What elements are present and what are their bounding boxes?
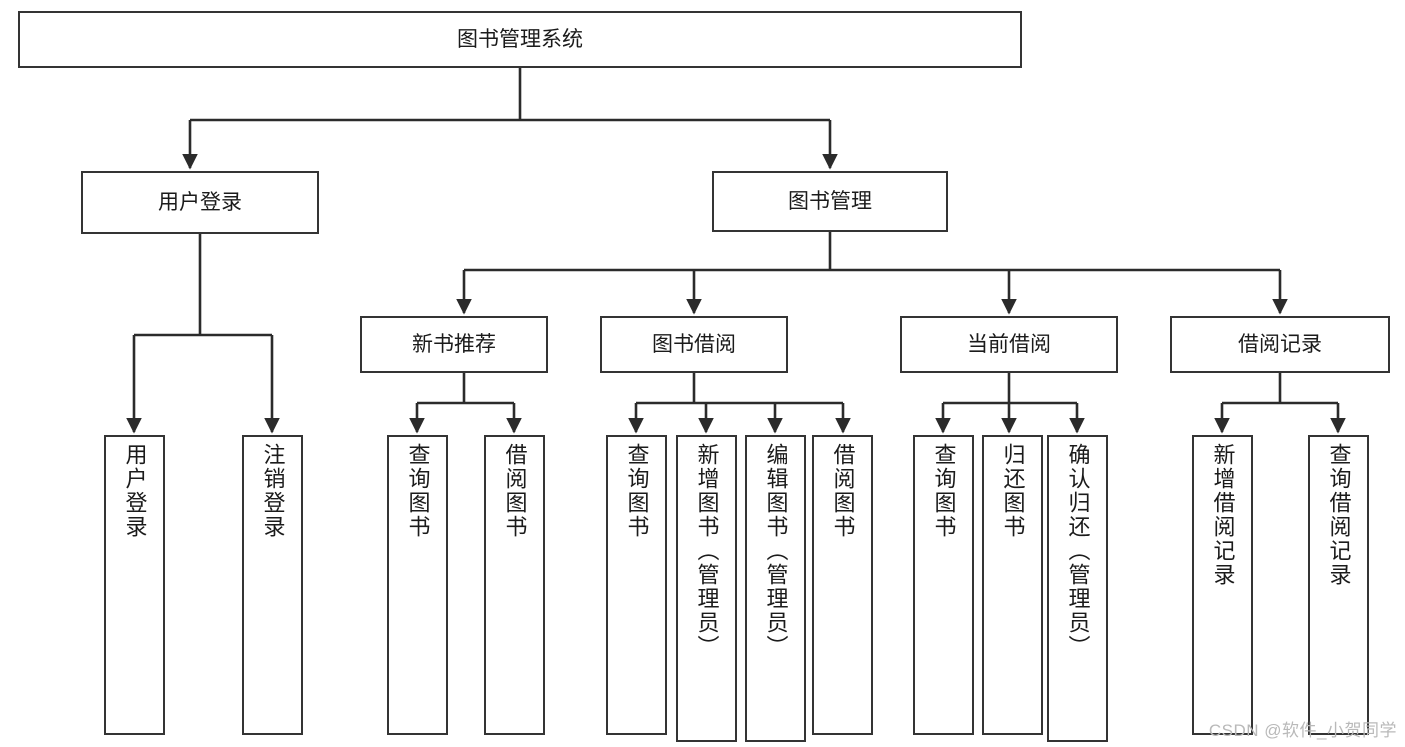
node-label: 图书借阅 (652, 332, 736, 356)
node-label: 查询图书 (931, 443, 957, 539)
leaf-borrow-borrow-book[interactable]: 借阅图书 (812, 435, 873, 735)
node-label: 图书管理 (788, 189, 872, 213)
node-new-book-recommend[interactable]: 新书推荐 (360, 316, 548, 373)
node-label: 借阅记录 (1238, 332, 1322, 356)
node-label: 新增借阅记录 (1210, 443, 1236, 587)
node-borrow-records[interactable]: 借阅记录 (1170, 316, 1390, 373)
leaf-current-confirm-return-admin[interactable]: 确认归还（管理员） (1047, 435, 1108, 742)
leaf-new-book-borrow[interactable]: 借阅图书 (484, 435, 545, 735)
node-label: 注销登录 (260, 443, 286, 539)
node-label: 查询图书 (624, 443, 650, 539)
node-label: 编辑图书（管理员） (763, 443, 789, 659)
node-label: 归还图书 (1000, 443, 1026, 539)
leaf-borrow-add-book-admin[interactable]: 新增图书（管理员） (676, 435, 737, 742)
leaf-records-add-record[interactable]: 新增借阅记录 (1192, 435, 1253, 735)
node-label: 查询借阅记录 (1326, 443, 1352, 587)
node-user-login[interactable]: 用户登录 (81, 171, 319, 234)
node-label: 新增图书（管理员） (694, 443, 720, 659)
node-label: 新书推荐 (412, 332, 496, 356)
node-book-borrow[interactable]: 图书借阅 (600, 316, 788, 373)
node-root[interactable]: 图书管理系统 (18, 11, 1022, 68)
leaf-new-book-query[interactable]: 查询图书 (387, 435, 448, 735)
node-current-borrow[interactable]: 当前借阅 (900, 316, 1118, 373)
node-label: 当前借阅 (967, 332, 1051, 356)
node-label: 确认归还（管理员） (1065, 443, 1091, 659)
leaf-borrow-query-book[interactable]: 查询图书 (606, 435, 667, 735)
node-label: 借阅图书 (502, 443, 528, 539)
leaf-user-logout[interactable]: 注销登录 (242, 435, 303, 735)
node-label: 用户登录 (158, 190, 242, 214)
leaf-borrow-edit-book-admin[interactable]: 编辑图书（管理员） (745, 435, 806, 742)
leaf-current-query-book[interactable]: 查询图书 (913, 435, 974, 735)
node-label: 查询图书 (405, 443, 431, 539)
node-label: 借阅图书 (830, 443, 856, 539)
node-label: 用户登录 (122, 443, 148, 539)
leaf-records-query-record[interactable]: 查询借阅记录 (1308, 435, 1369, 735)
leaf-current-return-book[interactable]: 归还图书 (982, 435, 1043, 735)
leaf-user-login[interactable]: 用户登录 (104, 435, 165, 735)
node-book-management[interactable]: 图书管理 (712, 171, 948, 232)
node-label: 图书管理系统 (457, 27, 583, 51)
